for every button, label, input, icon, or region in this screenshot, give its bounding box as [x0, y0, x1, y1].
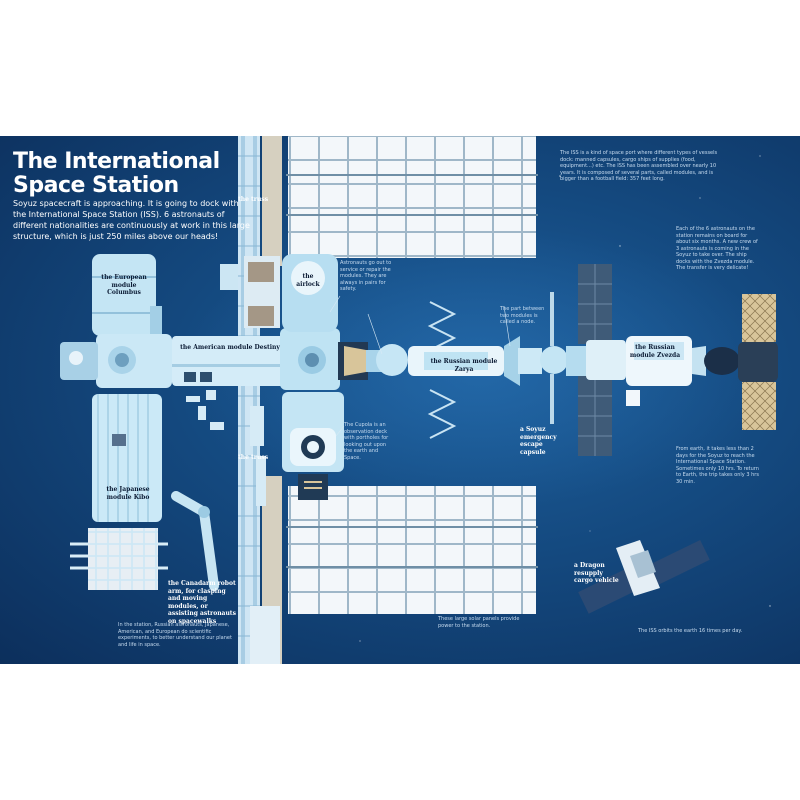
central-spine [366, 292, 568, 424]
module-kibo [92, 394, 162, 522]
title-line-2: Space Station [13, 173, 179, 198]
solar-panels-bottom [286, 486, 538, 614]
caption-station: In the station, Russian astronauts, Japa… [118, 622, 232, 648]
canadarm [171, 491, 219, 591]
truss-fittings [186, 390, 280, 664]
iss-illustration [60, 136, 780, 664]
title-line-1: The International [13, 149, 220, 174]
caption-airlock: Astronauts go out to service or repair t… [340, 260, 392, 292]
airlock-area [220, 254, 338, 332]
soyuz-spacecraft [692, 294, 778, 430]
main-hull [60, 328, 368, 390]
label-columbus: the European module Columbus [101, 274, 147, 296]
dragon-vehicle [578, 539, 710, 614]
label-truss-bottom: the truss [238, 454, 269, 461]
exposed-facility [70, 528, 168, 590]
radiators [427, 301, 457, 439]
label-soyuz-capsule: a Soyuz emergency escape capsule [520, 426, 557, 456]
label-zarya: the Russian module Zarya [430, 358, 498, 373]
module-columbus [92, 254, 162, 336]
russian-solar-arrays [578, 264, 612, 456]
label-dragon: a Dragon resupply cargo vehicle [574, 562, 619, 584]
caption-iss-overview: The ISS is a kind of space port where di… [560, 150, 718, 182]
cupola-module [282, 392, 344, 500]
caption-crew: Each of the 6 astronauts on the station … [676, 226, 758, 271]
solar-panels-top [286, 136, 538, 258]
caption-cupola: The Cupola is an observation deck with p… [344, 422, 389, 461]
label-destiny: the American module Destiny [180, 344, 280, 351]
caption-orbit: The ISS orbits the earth 16 times per da… [638, 628, 743, 634]
caption-soyuz-trip: From earth, it takes less than 2 days fo… [676, 446, 759, 485]
iss-poster: The International Space Station Soyuz sp… [0, 136, 800, 664]
caption-node: The part between two modules is called a… [500, 306, 545, 325]
caption-solar: These large solar panels provide power t… [438, 616, 520, 629]
leader-lines [329, 295, 511, 437]
intro-text: Soyuz spacecraft is approaching. It is g… [13, 199, 250, 241]
label-canadarm: the Canadarm robot arm, for clasping and… [168, 580, 236, 625]
label-kibo: the Japanese module Kibo [106, 486, 150, 501]
poster-title: The International Space Station [13, 150, 220, 198]
label-truss-top: the truss [238, 196, 269, 203]
module-zvezda [566, 336, 692, 406]
label-airlock: the airlock [296, 273, 320, 288]
label-zvezda: the Russian module Zvezda [629, 344, 681, 359]
